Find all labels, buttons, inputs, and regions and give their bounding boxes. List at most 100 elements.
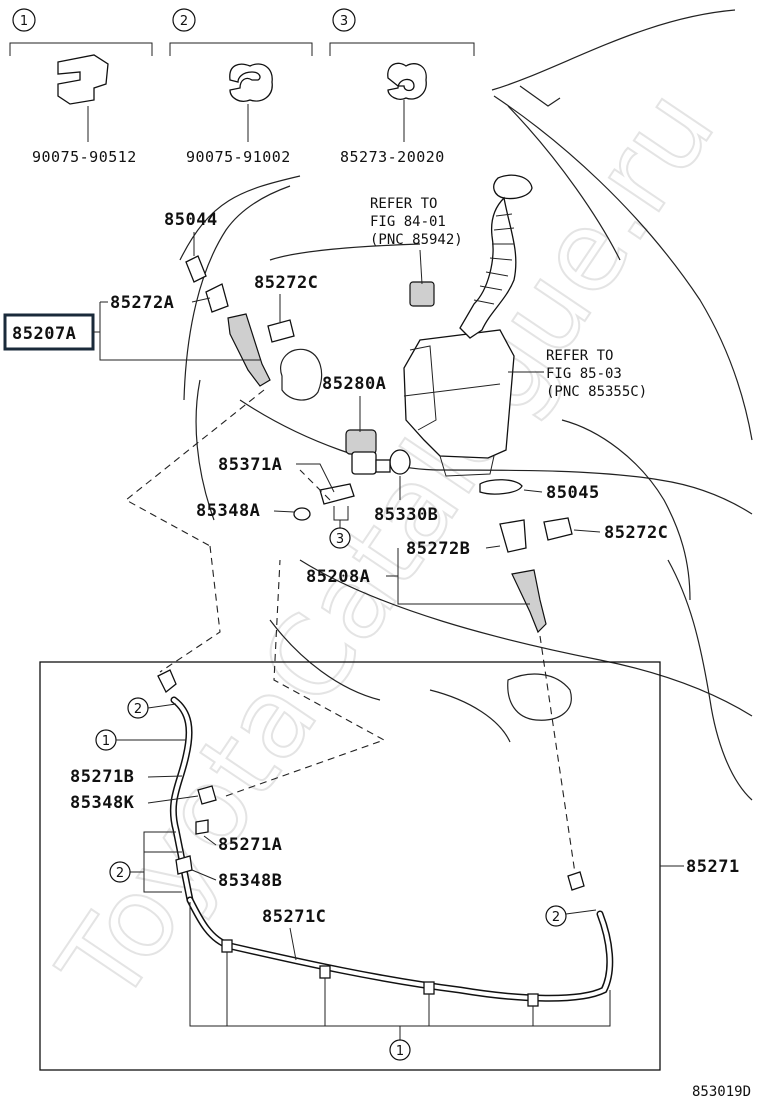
bracket-85208A: [397, 548, 530, 605]
hose-clip: [221, 939, 233, 953]
label-85271B: 85271B: [70, 767, 134, 787]
leader: [147, 775, 183, 778]
hood-cutout: [280, 348, 323, 401]
hood-inner: [493, 95, 753, 441]
clip-85272C-right: [543, 517, 573, 541]
guide-left-nozzle: [125, 389, 265, 547]
guide-left-down: [159, 545, 221, 673]
nozzle-85208A: [511, 569, 547, 634]
nozzle-joint-right: [567, 871, 585, 891]
hose-joint-85348A: [293, 507, 311, 521]
hose-clip: [527, 993, 539, 1007]
hose-clip: [423, 981, 435, 995]
pump-outlet: [375, 459, 391, 473]
part-no-90075-90512: 90075-90512: [32, 148, 137, 166]
label-85044: 85044: [164, 210, 218, 230]
ref-84-01-line1: REFER TO: [370, 196, 437, 212]
tank-bottom: [439, 455, 495, 477]
leader: [485, 545, 501, 549]
callout-circle-2b: [109, 861, 131, 883]
callout-2c: 2: [552, 910, 560, 925]
clip-90075-90512-icon: [57, 54, 109, 105]
leader: [147, 795, 199, 804]
reservoir-tab: [409, 281, 435, 307]
leader: [296, 463, 335, 493]
callout-3: 3: [336, 532, 344, 547]
callout-1a: 1: [102, 734, 110, 749]
headlamp-line: [561, 419, 691, 601]
label-85271: 85271: [686, 857, 740, 877]
bumper-corner: [667, 559, 753, 801]
filler-ribs: [473, 213, 515, 305]
legend-circle-3: [332, 8, 356, 32]
fender-upper-left: [179, 175, 301, 261]
legend-circle-1: [12, 8, 36, 32]
bracket-85272B: [499, 519, 527, 553]
figure-code: 853019D: [692, 1084, 751, 1100]
joint-85348B: [175, 855, 193, 875]
label-85272B: 85272B: [406, 539, 470, 559]
label-85271A: 85271A: [218, 835, 282, 855]
legend-index-1: 1: [20, 14, 28, 29]
label-85371A: 85371A: [218, 455, 282, 475]
ref-84-01-line3: (PNC 85942): [370, 232, 463, 248]
callout-circle-1-bottom: [389, 1039, 411, 1061]
label-85272C-right: 85272C: [604, 523, 668, 543]
vehicle-body-outline: [179, 9, 753, 801]
fender-lower-left: [195, 379, 215, 521]
bumper-upper-line: [239, 399, 753, 515]
clip-3-bracket: [333, 506, 349, 521]
cap-85045: [479, 479, 523, 495]
label-85045: 85045: [546, 483, 600, 503]
washer-pump-85280A: [345, 429, 377, 455]
leader: [203, 835, 217, 846]
legend-bracket-1: [9, 42, 153, 56]
ref-85-03-line1: REFER TO: [546, 348, 613, 364]
hood-hinge: [519, 85, 561, 107]
label-85348K: 85348K: [70, 793, 135, 813]
inner-fender-line: [507, 105, 621, 261]
bracket-85207A: [99, 302, 260, 361]
label-85272A: 85272A: [110, 293, 174, 313]
label-85330B: 85330B: [374, 505, 438, 525]
clip-legend: 1 90075-90512 2 90075-91002 3 85273-2002…: [9, 8, 475, 166]
callout-2b: 2: [116, 866, 124, 881]
leader: [419, 249, 423, 285]
filler-neck: [459, 196, 517, 339]
clip-85272C-top: [267, 319, 295, 343]
fog-lamp-outline: [507, 673, 572, 721]
grommet-85330B: [389, 449, 411, 475]
callout-circle-2c: [545, 905, 567, 927]
leader: [273, 510, 295, 513]
guide-hose: [225, 559, 386, 797]
nozzle-85207A: [227, 313, 271, 387]
filler-cap: [493, 174, 533, 200]
clip-90075-91002-icon: [229, 63, 273, 102]
clip-85273-20020-icon: [387, 62, 427, 100]
apron-edge: [269, 243, 421, 261]
tank-seam: [403, 383, 501, 397]
part-no-90075-91002: 90075-91002: [186, 148, 291, 166]
bumper-left: [269, 619, 381, 701]
callout-circle-3: [329, 527, 351, 549]
legend-index-2: 2: [180, 14, 188, 29]
legend-index-3: 3: [340, 14, 348, 29]
label-85207A: 85207A: [12, 324, 76, 344]
leader: [573, 529, 601, 533]
hose-assembly: 1 2 1 85271B 85348K 2 85271A 85348B 8527…: [70, 669, 614, 1061]
leader: [523, 489, 543, 493]
guide-lines: [125, 389, 577, 881]
fender-left: [183, 185, 291, 401]
ref-84-01-line2: FIG 84-01: [370, 214, 446, 230]
upper-labels: 85044 85272A 85207A 85272C REFER TO FIG …: [3, 196, 668, 605]
legend-bracket-2: [169, 42, 313, 56]
washer-tank: [403, 174, 533, 477]
label-85271C: 85271C: [262, 907, 326, 927]
label-85348A: 85348A: [196, 501, 260, 521]
label-85348B: 85348B: [218, 871, 282, 891]
label-85272C-top: 85272C: [254, 273, 318, 293]
nozzle-joint-top: [157, 669, 177, 694]
joint-85348K: [197, 785, 217, 805]
